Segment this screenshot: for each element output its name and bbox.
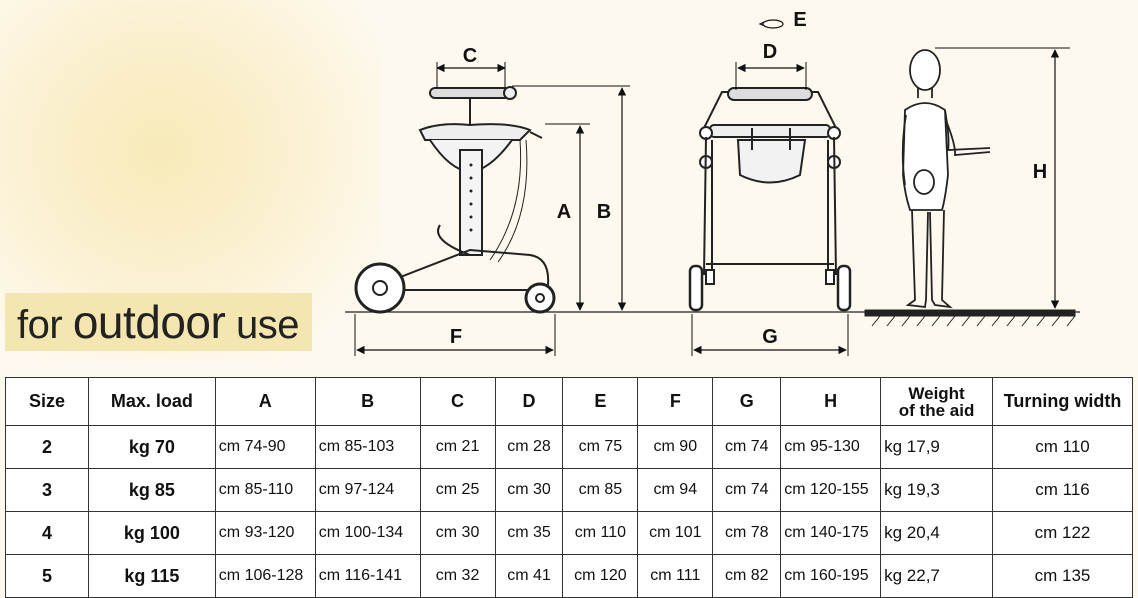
- cell-e: cm 120: [562, 554, 639, 598]
- side-view-walker: [354, 86, 556, 314]
- cell-g: cm 74: [712, 468, 782, 512]
- cell-f: cm 101: [637, 511, 714, 555]
- cell-turning-width: cm 110: [992, 425, 1133, 469]
- cell-size: 2: [5, 425, 89, 469]
- cell-h: cm 160-195: [780, 554, 882, 598]
- cell-d: cm 28: [494, 425, 564, 469]
- cell-c: cm 30: [419, 511, 496, 555]
- cell-f: cm 111: [637, 554, 714, 598]
- dimension-label-h: H: [1033, 161, 1047, 183]
- dimension-label-d: D: [763, 41, 777, 63]
- cell-e: cm 110: [562, 511, 639, 555]
- header-e: E: [562, 377, 639, 426]
- cell-d: cm 35: [494, 511, 564, 555]
- dimension-label-b: B: [597, 201, 611, 223]
- outdoor-use-tagline: for outdoor use: [5, 293, 312, 351]
- tagline-emphasis: outdoor: [72, 296, 226, 348]
- cell-weight: kg 17,9: [880, 425, 994, 469]
- cell-b: cm 97-124: [314, 468, 421, 512]
- cell-max-load: kg 70: [87, 425, 216, 469]
- header-g: G: [712, 377, 782, 426]
- cell-max-load: kg 115: [87, 554, 216, 598]
- cell-g: cm 82: [712, 554, 782, 598]
- cell-f: cm 90: [637, 425, 714, 469]
- cell-f: cm 94: [637, 468, 714, 512]
- cell-h: cm 120-155: [780, 468, 882, 512]
- header-b: B: [314, 377, 421, 426]
- cell-d: cm 30: [494, 468, 564, 512]
- cell-g: cm 74: [712, 425, 782, 469]
- dimension-label-f: F: [450, 326, 462, 348]
- cell-e: cm 75: [562, 425, 639, 469]
- dimension-label-c: C: [463, 45, 477, 67]
- cell-b: cm 85-103: [314, 425, 421, 469]
- dimension-label-e: E: [793, 9, 806, 31]
- cell-a: cm 106-128: [214, 554, 316, 598]
- cell-h: cm 95-130: [780, 425, 882, 469]
- cell-weight: kg 19,3: [880, 468, 994, 512]
- header-size: Size: [5, 377, 89, 426]
- header-f: F: [637, 377, 714, 426]
- cell-d: cm 41: [494, 554, 564, 598]
- dimension-label-a: A: [557, 201, 571, 223]
- human-figure: [901, 49, 991, 309]
- table-row: 4 kg 100 cm 93-120 cm 100-134 cm 30 cm 3…: [5, 511, 1133, 555]
- front-view-walker: [688, 87, 852, 312]
- table-row: 2 kg 70 cm 74-90 cm 85-103 cm 21 cm 28 c…: [5, 425, 1133, 469]
- header-a: A: [214, 377, 316, 426]
- cell-c: cm 21: [419, 425, 496, 469]
- dimension-label-g: G: [762, 326, 778, 348]
- header-max-load: Max. load: [87, 377, 216, 426]
- cell-max-load: kg 85: [87, 468, 216, 512]
- table-row: 3 kg 85 cm 85-110 cm 97-124 cm 25 cm 30 …: [5, 468, 1133, 512]
- cell-size: 3: [5, 468, 89, 512]
- rotation-icon: [762, 19, 784, 29]
- cell-turning-width: cm 116: [992, 468, 1133, 512]
- cell-c: cm 32: [419, 554, 496, 598]
- cell-c: cm 25: [419, 468, 496, 512]
- cell-turning-width: cm 135: [992, 554, 1133, 598]
- header-turning-width: Turning width: [992, 377, 1133, 426]
- cell-size: 5: [5, 554, 89, 598]
- tagline-prefix: for: [17, 303, 63, 347]
- cell-turning-width: cm 122: [992, 511, 1133, 555]
- cell-g: cm 78: [712, 511, 782, 555]
- tagline-suffix: use: [235, 303, 300, 347]
- cell-max-load: kg 100: [87, 511, 216, 555]
- dimension-diagram: C A B F D E: [345, 9, 1080, 356]
- header-h: H: [780, 377, 882, 426]
- cell-a: cm 74-90: [214, 425, 316, 469]
- header-weight-line1: Weight: [908, 383, 965, 403]
- cell-size: 4: [5, 511, 89, 555]
- header-c: C: [419, 377, 496, 426]
- cell-h: cm 140-175: [780, 511, 882, 555]
- table-row: 5 kg 115 cm 106-128 cm 116-141 cm 32 cm …: [5, 554, 1133, 598]
- floor-hatch: [864, 309, 1076, 327]
- header-weight-line2: of the aid: [898, 400, 975, 420]
- cell-e: cm 85: [562, 468, 639, 512]
- cell-a: cm 85-110: [214, 468, 316, 512]
- cell-b: cm 116-141: [314, 554, 421, 598]
- cell-weight: kg 22,7: [880, 554, 994, 598]
- cell-b: cm 100-134: [314, 511, 421, 555]
- cell-a: cm 93-120: [214, 511, 316, 555]
- header-d: D: [494, 377, 564, 426]
- cell-weight: kg 20,4: [880, 511, 994, 555]
